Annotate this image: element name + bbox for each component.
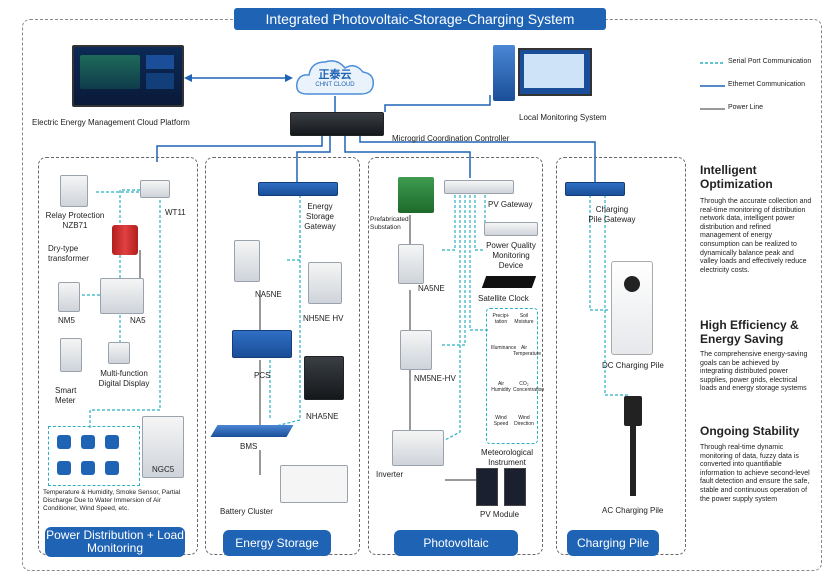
- cloud-icon: 正泰云 CHNT CLOUD: [293, 56, 377, 98]
- bms-label: BMS: [240, 442, 258, 451]
- pcs-icon: [232, 330, 292, 358]
- smoke-icon: [81, 435, 95, 449]
- met-sensor-soil: Soil Moisture: [514, 313, 534, 325]
- met-sensor-group: Precipi-tation Soil Moisture Illuminance…: [486, 308, 545, 444]
- inverter-icon: [392, 430, 444, 466]
- legend-ethernet: Ethernet Communication: [728, 81, 806, 88]
- met-sensor-wind-direction: Wind Direction: [514, 415, 534, 427]
- sensor-group: [48, 426, 140, 486]
- pv-module-label: PV Module: [480, 510, 520, 519]
- dc-pile-icon: [611, 261, 653, 355]
- local-monitoring-label: Local Monitoring System: [519, 113, 607, 122]
- monitor-icon: [518, 48, 592, 96]
- met-sensor-illuminance: Illuminance: [491, 345, 517, 351]
- air-conditioner-icon: [81, 461, 95, 475]
- na5-label: NA5: [130, 316, 146, 325]
- ac-pile-head-icon: [624, 396, 642, 426]
- charging-gateway-icon: [565, 182, 625, 196]
- pc-tower-icon: [493, 45, 515, 101]
- nh5ne-icon: [308, 262, 342, 304]
- pcs-label: PCS: [254, 371, 271, 380]
- side-body-1: Through the accurate collection and real…: [700, 198, 812, 274]
- nm5-label: NM5: [58, 316, 75, 325]
- nm5ne-icon: [400, 330, 432, 370]
- relay-icon: [60, 175, 88, 207]
- nha5ne-icon: [304, 356, 344, 400]
- ac-pile-post-icon: [630, 426, 636, 496]
- transformer-label: Dry-type transformer: [48, 244, 89, 263]
- satellite-clock-icon: [481, 276, 537, 288]
- substation-icon: [398, 177, 434, 213]
- charging-gateway-label: Charging Pile Gateway: [588, 205, 636, 224]
- partial-discharge-icon: [105, 435, 119, 449]
- pv-module-icon: [476, 468, 498, 506]
- cloud-brand: 正泰云: [318, 69, 352, 81]
- met-label: Meteorological Instrument: [480, 448, 534, 467]
- pv-panel-label: Photovoltaic: [394, 530, 518, 556]
- na5ne-pv-icon: [398, 244, 424, 284]
- legend-power: Power Line: [728, 104, 764, 111]
- side-body-2: The comprehensive energy-saving goals ca…: [700, 351, 808, 393]
- page-title: Integrated Photovoltaic-Storage-Charging…: [234, 8, 606, 30]
- ngc5-label: NGC5: [152, 465, 175, 474]
- battery-label: Battery Cluster: [220, 507, 273, 516]
- pv-gateway-icon: [444, 180, 514, 194]
- met-sensor-wind-speed: Wind Speed: [493, 415, 509, 427]
- ngc5-icon: [142, 416, 184, 478]
- pq-device-icon: [484, 222, 538, 236]
- sensors-note: Temperature & Humidity, Smoke Sensor, Pa…: [43, 489, 181, 512]
- nm5ne-label: NM5NE-HV: [414, 374, 456, 383]
- met-sensor-precipitation: Precipi-tation: [492, 313, 510, 325]
- wind-speed-icon: [105, 461, 119, 475]
- pv-gateway-label: PV Gateway: [488, 200, 533, 209]
- temperature-icon: [57, 435, 71, 449]
- controller-device-icon: [290, 112, 384, 136]
- bms-icon: [210, 425, 294, 437]
- battery-cluster-icon: [280, 465, 348, 503]
- pv-module-icon-2: [504, 468, 526, 506]
- wt11-icon: [140, 180, 170, 198]
- cloud-platform-screen-icon: [72, 45, 184, 107]
- ac-label: AC Charging Pile: [602, 506, 664, 515]
- smart-meter-label: Smart Meter: [55, 386, 77, 405]
- controller-label: Microgrid Coordination Controller: [392, 134, 510, 143]
- charging-panel-label: Charging Pile: [567, 530, 659, 556]
- substation-label: Prefabricated Substation: [370, 216, 409, 231]
- inverter-label: Inverter: [376, 470, 404, 479]
- power-panel-label: Power Distribution + Load Monitoring: [45, 527, 185, 557]
- clock-label: Satellite Clock: [478, 294, 529, 303]
- storage-gateway-icon: [258, 182, 338, 196]
- water-immersion-icon: [57, 461, 71, 475]
- met-sensor-co2: CO₂ Concentration: [513, 381, 545, 393]
- relay-label: Relay Protection NZB71: [45, 211, 105, 230]
- side-heading-3: Ongoing Stability: [700, 424, 800, 438]
- cloud-sub: CHNT CLOUD: [315, 82, 355, 88]
- side-heading-1: Intelligent Optimization: [700, 163, 773, 191]
- smart-meter-icon: [60, 338, 82, 372]
- na5ne-storage-icon: [234, 240, 260, 282]
- storage-gateway-label: Energy Storage Gateway: [304, 202, 336, 231]
- digital-display-label: Multi-function Digital Display: [98, 369, 150, 388]
- wt11-label: WT11: [165, 208, 186, 217]
- transformer-icon: [112, 225, 138, 255]
- met-sensor-air-temp: Air Temperature: [513, 345, 542, 357]
- side-heading-2: High Efficiency & Energy Saving: [700, 318, 799, 346]
- side-body-3: Through real-time dynamic monitoring of …: [700, 444, 810, 503]
- dc-label: DC Charging Pile: [602, 361, 664, 370]
- nha5ne-label: NHA5NE: [306, 412, 339, 421]
- nm5-icon: [58, 282, 80, 312]
- digital-display-icon: [108, 342, 130, 364]
- nh5ne-label: NH5NE HV: [303, 314, 344, 323]
- cloud-platform-label: Electric Energy Management Cloud Platfor…: [32, 118, 190, 127]
- storage-panel-label: Energy Storage: [223, 530, 331, 556]
- na5ne-pv-label: NA5NE: [418, 284, 445, 293]
- na5-icon: [100, 278, 144, 314]
- pq-label: Power Quality Monitoring Device: [486, 241, 536, 270]
- na5ne-storage-label: NA5NE: [255, 290, 282, 299]
- met-sensor-humidity: Air Humidity: [491, 381, 511, 393]
- legend-serial: Serial Port Communication: [728, 58, 812, 65]
